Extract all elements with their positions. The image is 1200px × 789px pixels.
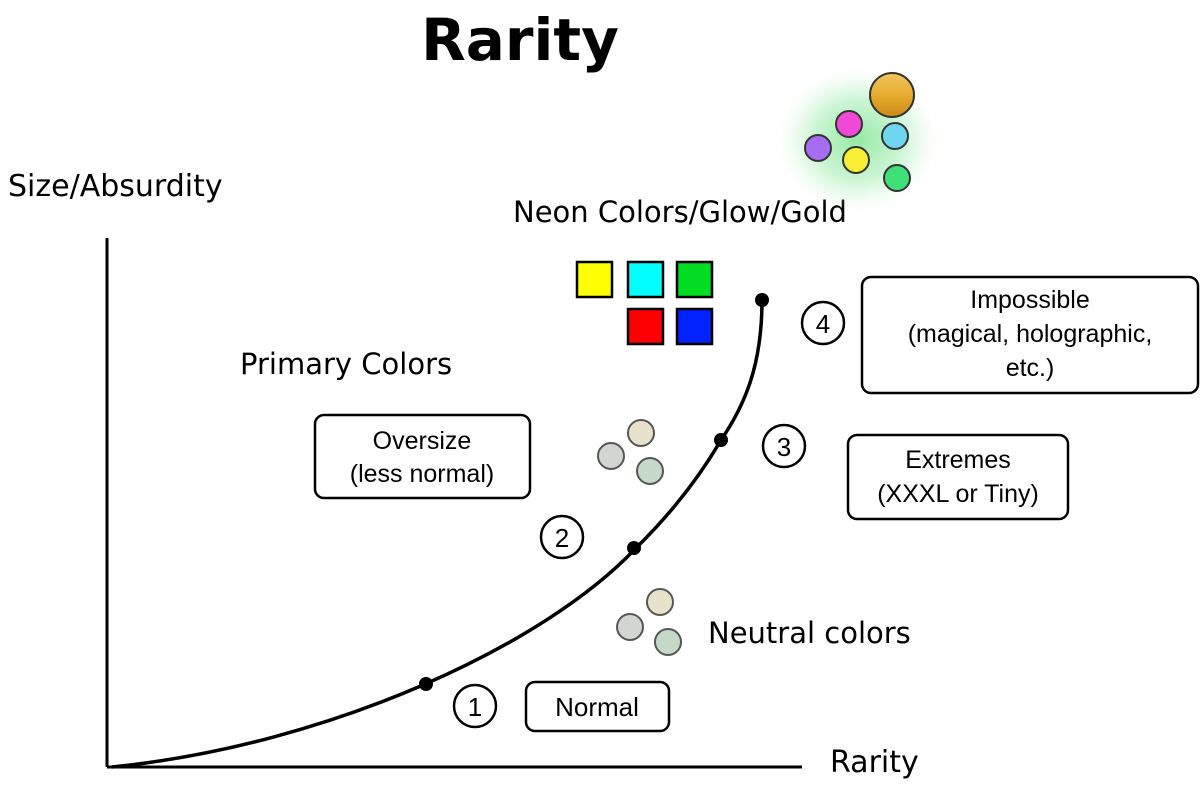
svg-text:(XXXL or Tiny): (XXXL or Tiny): [877, 480, 1039, 508]
y-axis-label: Size/Absurdity: [8, 169, 223, 204]
svg-text:Normal: Normal: [555, 692, 639, 722]
svg-text:3: 3: [777, 432, 791, 462]
svg-text:Extremes: Extremes: [905, 446, 1011, 474]
swatch-cyan: [626, 260, 665, 299]
annotation-primary: Primary Colors: [240, 347, 452, 381]
curve-point-4: [755, 293, 769, 307]
neutral-circle-beige: [646, 588, 674, 616]
diagram-title: Rarity: [421, 6, 619, 74]
annotation-neon: Neon Colors/Glow/Gold: [513, 195, 847, 229]
tier-badge-4: 4: [800, 300, 846, 346]
neutral-circle-gray: [597, 442, 625, 470]
neutral-circle-sage: [636, 457, 664, 485]
tier-badge-1: 1: [452, 683, 498, 729]
svg-text:etc.): etc.): [1006, 354, 1055, 382]
svg-text:Oversize: Oversize: [373, 427, 472, 455]
curve-point-1: [419, 677, 433, 691]
neutral-circle-beige: [627, 419, 655, 447]
annotation-neutral: Neutral colors: [708, 616, 911, 650]
swatch-blue: [675, 307, 714, 346]
svg-text:4: 4: [816, 309, 830, 339]
neon-circle-cyan: [881, 122, 909, 150]
svg-text:(magical, holographic,: (magical, holographic,: [908, 320, 1153, 348]
x-axis-label: Rarity: [830, 745, 919, 780]
curve-point-3: [714, 433, 728, 447]
neutral-circle-gray: [616, 613, 644, 641]
svg-text:(less normal): (less normal): [350, 460, 494, 488]
neon-circle-green: [883, 164, 911, 192]
neon-circle-magenta: [835, 110, 863, 138]
neon-glow-cluster: [778, 68, 938, 212]
tier-box-oversize: Oversize (less normal): [313, 413, 532, 500]
tier-box-impossible: Impossible (magical, holographic, etc.): [860, 275, 1200, 395]
svg-text:2: 2: [555, 523, 569, 553]
neutral-circles-upper: [597, 419, 664, 485]
svg-text:1: 1: [468, 692, 482, 722]
swatch-red: [626, 307, 665, 346]
gold-orb: [869, 72, 915, 118]
tier-box-normal: Normal: [524, 680, 671, 733]
tier-box-extremes: Extremes (XXXL or Tiny): [846, 433, 1070, 521]
neon-circle-yellow: [842, 146, 870, 174]
swatch-green: [675, 260, 714, 299]
tier-badge-2: 2: [539, 514, 585, 560]
curve-point-2: [627, 541, 641, 555]
neutral-circles-lower: [616, 588, 682, 656]
primary-color-squares: [575, 260, 714, 346]
swatch-yellow: [575, 260, 614, 299]
neon-circle-purple: [804, 134, 832, 162]
tier-badge-3: 3: [761, 423, 807, 469]
neutral-circle-sage: [654, 628, 682, 656]
svg-text:Impossible: Impossible: [970, 286, 1090, 314]
